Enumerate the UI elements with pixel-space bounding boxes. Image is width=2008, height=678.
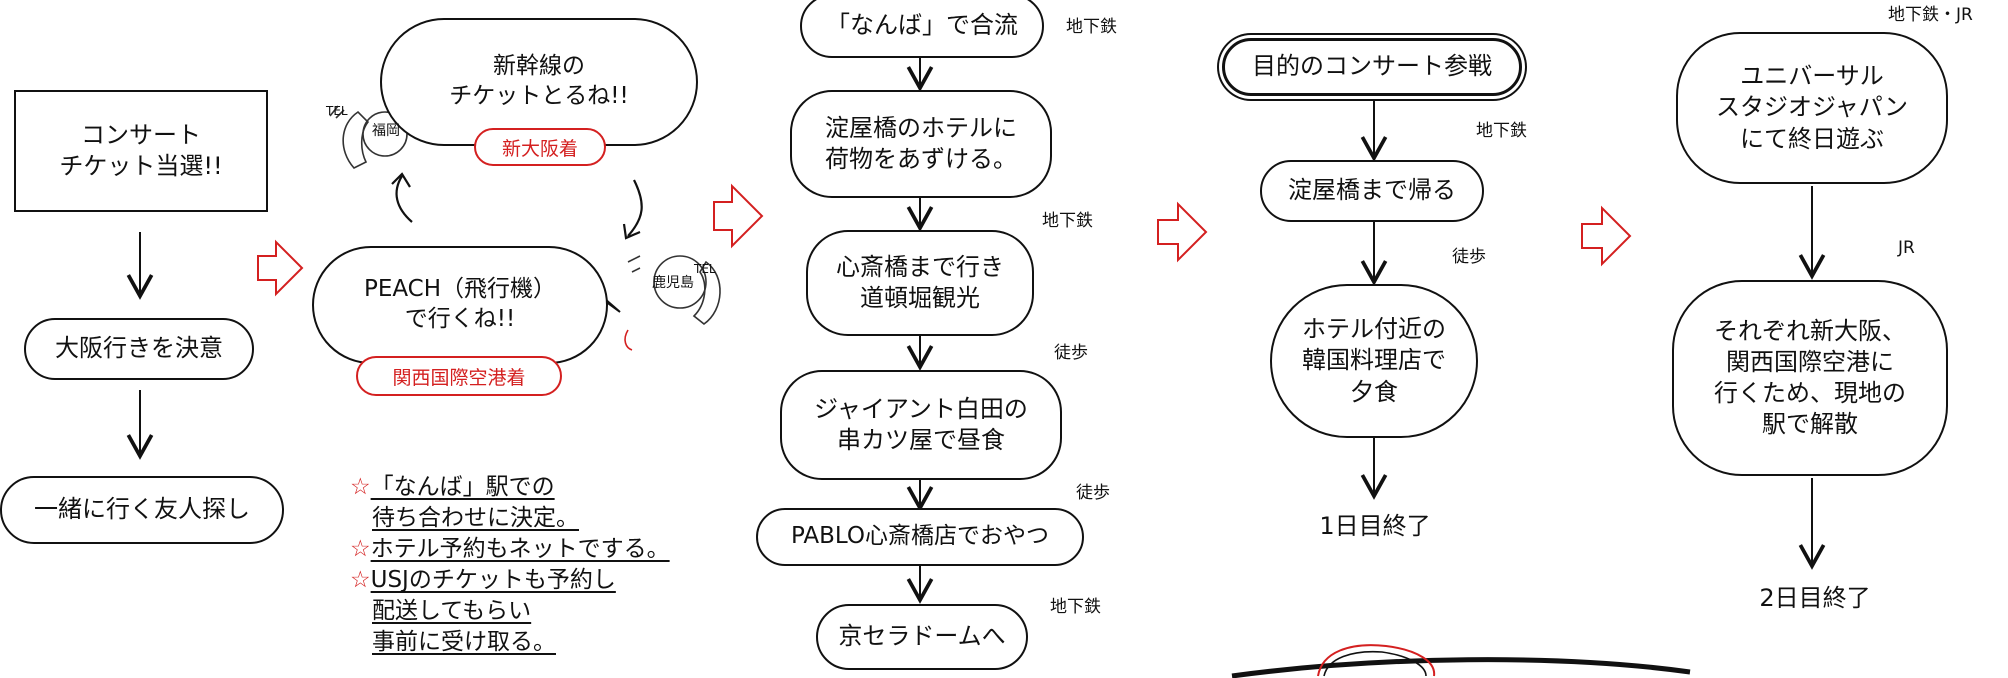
transport-label: 地下鉄: [1042, 211, 1093, 231]
stage-scribble: [1231, 657, 1691, 678]
day1-end: 1日目終了: [1319, 512, 1431, 540]
curve-arrow-down-head: [622, 223, 641, 240]
kansai-airport-arrival-tag: 関西国際空港着: [356, 356, 562, 396]
shinsaibashi-dotonbori-node: 心斎橋まで行き 道頓堀観光: [806, 230, 1034, 336]
kushikatsu-lunch-node: ジャイアント白田の 串カツ屋で昼食: [780, 370, 1062, 480]
transport-label: 徒歩: [1452, 247, 1486, 267]
concert-ticket-won-box: コンサート チケット当選!!: [14, 90, 268, 212]
kyocera-dome-node: 京セラドームへ: [816, 604, 1028, 670]
shinkansen-speech-bubble: 新幹線の チケットとるね!!: [380, 18, 698, 146]
red-arrow-1: [257, 239, 304, 297]
decide-osaka-node: 大阪行きを決意: [24, 318, 254, 380]
pablo-snack-node: PABLO心斎橋店でおやつ: [756, 508, 1084, 566]
note-line: ☆USJのチケットも予約し: [350, 567, 616, 594]
transport-label: 徒歩: [1076, 483, 1110, 503]
disband-node: それぞれ新大阪、 関西国際空港に 行くため、現地の 駅で解散: [1672, 280, 1948, 476]
tel-kagoshima-label: 鹿児島: [652, 275, 694, 291]
peach-speech-bubble: PEACH（飛行機） で行くね!!: [312, 246, 608, 364]
transport-label: 地下鉄: [1066, 17, 1117, 37]
note-line: 配送してもらい: [372, 598, 532, 625]
tel-label-1: TEL: [326, 104, 348, 118]
curve-arrow-up: [395, 175, 413, 223]
shin-osaka-arrival-tag: 新大阪着: [474, 128, 606, 166]
phone-doodle-kagoshima: [624, 255, 721, 351]
return-yodoyabashi-node: 淀屋橋まで帰る: [1260, 160, 1484, 222]
note-line: ☆ホテル予約もネットでする。: [350, 536, 670, 563]
transport-label: JR: [1898, 238, 1915, 258]
stage-scribble-red: [1317, 644, 1436, 677]
find-friend-node: 一緒に行く友人探し: [0, 476, 284, 544]
note-line: ☆「なんば」駅での: [350, 474, 555, 500]
red-arrow-4: [1581, 205, 1632, 267]
transport-label: 地下鉄・JR: [1888, 5, 1973, 25]
transport-label: 地下鉄: [1050, 597, 1101, 617]
red-arrow-3: [1157, 201, 1208, 263]
transport-label: 地下鉄: [1476, 121, 1527, 141]
transport-label: 徒歩: [1054, 343, 1088, 363]
yodoyabashi-hotel-node: 淀屋橋のホテルに 荷物をあずける。: [790, 90, 1052, 198]
curve-arrow-up-head: [391, 172, 411, 188]
day2-end: 2日目終了: [1759, 584, 1871, 612]
preparation-notes: ☆「なんば」駅での 待ち合わせに決定。 ☆ホテル予約もネットでする。 ☆USJの…: [350, 472, 670, 658]
namba-meetup-node: 「なんば」で合流: [800, 0, 1044, 58]
usj-node: ユニバーサル スタジオジャパン にて終日遊ぶ: [1676, 32, 1948, 184]
tel-fukuoka-label: 福岡: [372, 123, 400, 139]
tel-label-2: TEL: [694, 262, 716, 276]
red-arrow-2: [713, 183, 764, 249]
note-line: 待ち合わせに決定。: [372, 505, 579, 532]
concert-attend-node: 目的のコンサート参戦: [1222, 38, 1522, 96]
curve-arrow-down: [627, 179, 643, 237]
note-line: 事前に受け取る。: [372, 629, 556, 656]
korean-dinner-node: ホテル付近の 韓国料理店で 夕食: [1270, 284, 1478, 438]
